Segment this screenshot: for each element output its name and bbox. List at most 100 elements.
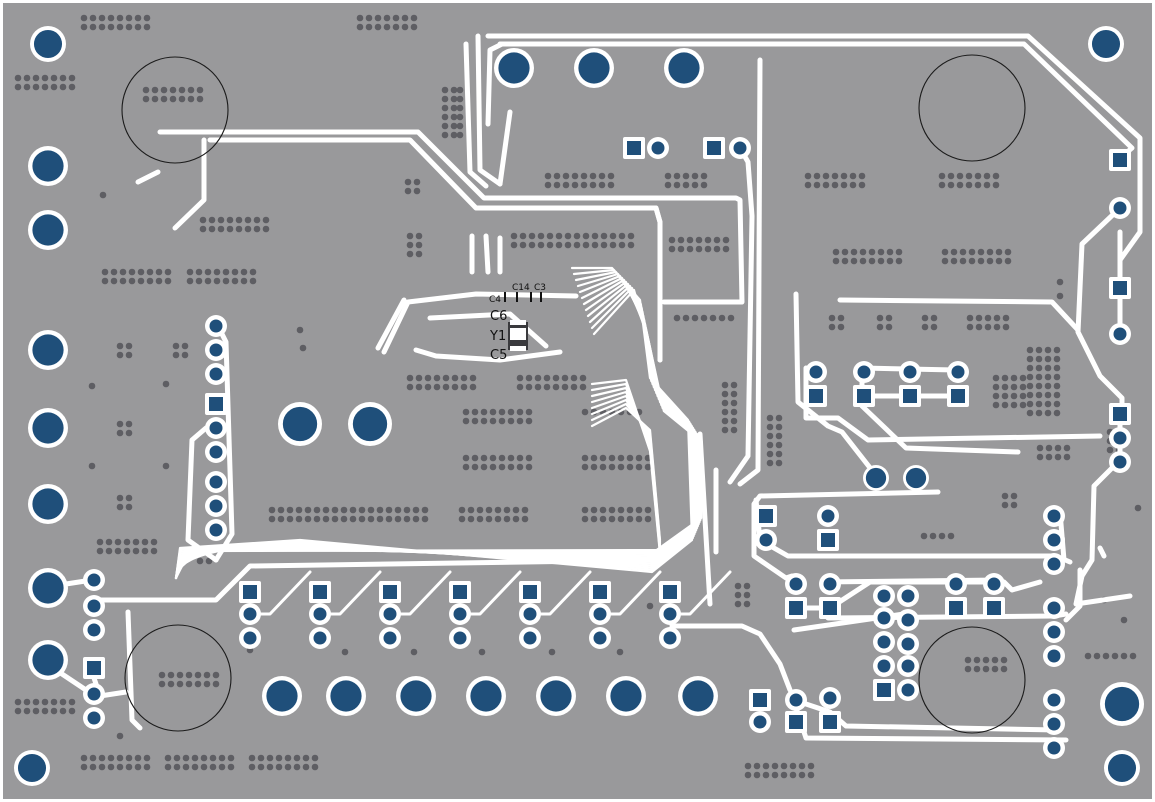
pad-hole — [1107, 753, 1137, 783]
via-dot — [775, 441, 783, 449]
via-dot — [1002, 323, 1010, 331]
via-dot — [41, 83, 49, 91]
via-dot — [462, 408, 470, 416]
via-dot — [385, 515, 393, 523]
via-dot — [99, 191, 107, 199]
via-dot — [982, 665, 990, 673]
via-dot — [995, 248, 1003, 256]
via-dot — [503, 515, 511, 523]
via-dot — [406, 374, 414, 382]
via-dot — [14, 83, 22, 91]
via-dot — [850, 257, 858, 265]
via-dot — [581, 463, 589, 471]
via-dot — [859, 257, 867, 265]
via-dot — [704, 245, 712, 253]
via-dot — [182, 763, 190, 771]
via-dot — [516, 383, 524, 391]
via-dot — [537, 232, 545, 240]
via-dot — [992, 401, 1000, 409]
round-pad-core — [789, 577, 803, 591]
square-pad-core — [1113, 281, 1127, 295]
round-pad-core — [901, 659, 915, 673]
via-dot — [244, 216, 252, 224]
via-dot — [589, 172, 597, 180]
via-dot — [519, 241, 527, 249]
via-dot — [89, 763, 97, 771]
via-dot — [451, 383, 459, 391]
via-dot — [832, 257, 840, 265]
square-pad-core — [823, 601, 837, 615]
via-dot — [599, 506, 607, 514]
via-dot — [964, 656, 972, 664]
via-dot — [831, 172, 839, 180]
keepout-ring — [121, 56, 229, 164]
via-dot — [128, 277, 136, 285]
via-dot — [941, 248, 949, 256]
via-dot — [753, 771, 761, 779]
copper-trace — [793, 291, 881, 481]
via-dot — [191, 763, 199, 771]
pad-hole — [682, 680, 714, 712]
via-dot — [1053, 346, 1061, 354]
via-dot — [590, 454, 598, 462]
via-dot — [828, 314, 836, 322]
round-pad-core — [1047, 601, 1061, 615]
via-dot — [365, 14, 373, 22]
pad-hole — [352, 406, 388, 442]
via-dot — [599, 454, 607, 462]
via-dot — [920, 532, 928, 540]
via-dot — [150, 538, 158, 546]
round-pad-core — [1113, 455, 1127, 469]
via-dot — [973, 656, 981, 664]
via-dot — [617, 454, 625, 462]
via-dot — [544, 172, 552, 180]
via-dot — [421, 506, 429, 514]
via-dot — [155, 277, 163, 285]
via-dot — [673, 181, 681, 189]
via-dot — [762, 762, 770, 770]
via-dot — [413, 178, 421, 186]
via-dot — [284, 763, 292, 771]
via-dot — [178, 86, 186, 94]
via-dot — [249, 277, 257, 285]
round-pad-core — [1047, 533, 1061, 547]
via-dot — [107, 754, 115, 762]
via-dot — [151, 95, 159, 103]
via-dot — [186, 277, 194, 285]
via-dot — [1010, 492, 1018, 500]
via-dot — [721, 408, 729, 416]
via-dot — [600, 241, 608, 249]
pad-hole — [865, 467, 887, 489]
via-dot — [1004, 248, 1012, 256]
via-dot — [938, 181, 946, 189]
via-dot — [205, 557, 213, 565]
via-dot — [458, 515, 466, 523]
via-dot — [608, 463, 616, 471]
via-dot — [993, 323, 1001, 331]
via-dot — [433, 374, 441, 382]
square-pad-core — [243, 585, 257, 599]
copper-trace — [837, 297, 1081, 333]
via-dot — [789, 762, 797, 770]
via-dot — [947, 181, 955, 189]
via-dot — [23, 698, 31, 706]
round-pad-core — [453, 631, 467, 645]
via-dot — [618, 241, 626, 249]
via-dot — [1084, 652, 1092, 660]
via-dot — [98, 14, 106, 22]
via-dot — [828, 323, 836, 331]
via-dot — [581, 408, 589, 416]
via-dot — [403, 515, 411, 523]
via-dot — [164, 277, 172, 285]
copper-trace — [413, 347, 563, 363]
via-dot — [151, 86, 159, 94]
round-pad-core — [593, 631, 607, 645]
via-dot — [489, 463, 497, 471]
via-dot — [734, 591, 742, 599]
via-dot — [525, 417, 533, 425]
via-dot — [460, 374, 468, 382]
via-dot — [1053, 373, 1061, 381]
via-dot — [266, 754, 274, 762]
via-dot — [721, 426, 729, 434]
via-dot — [581, 454, 589, 462]
